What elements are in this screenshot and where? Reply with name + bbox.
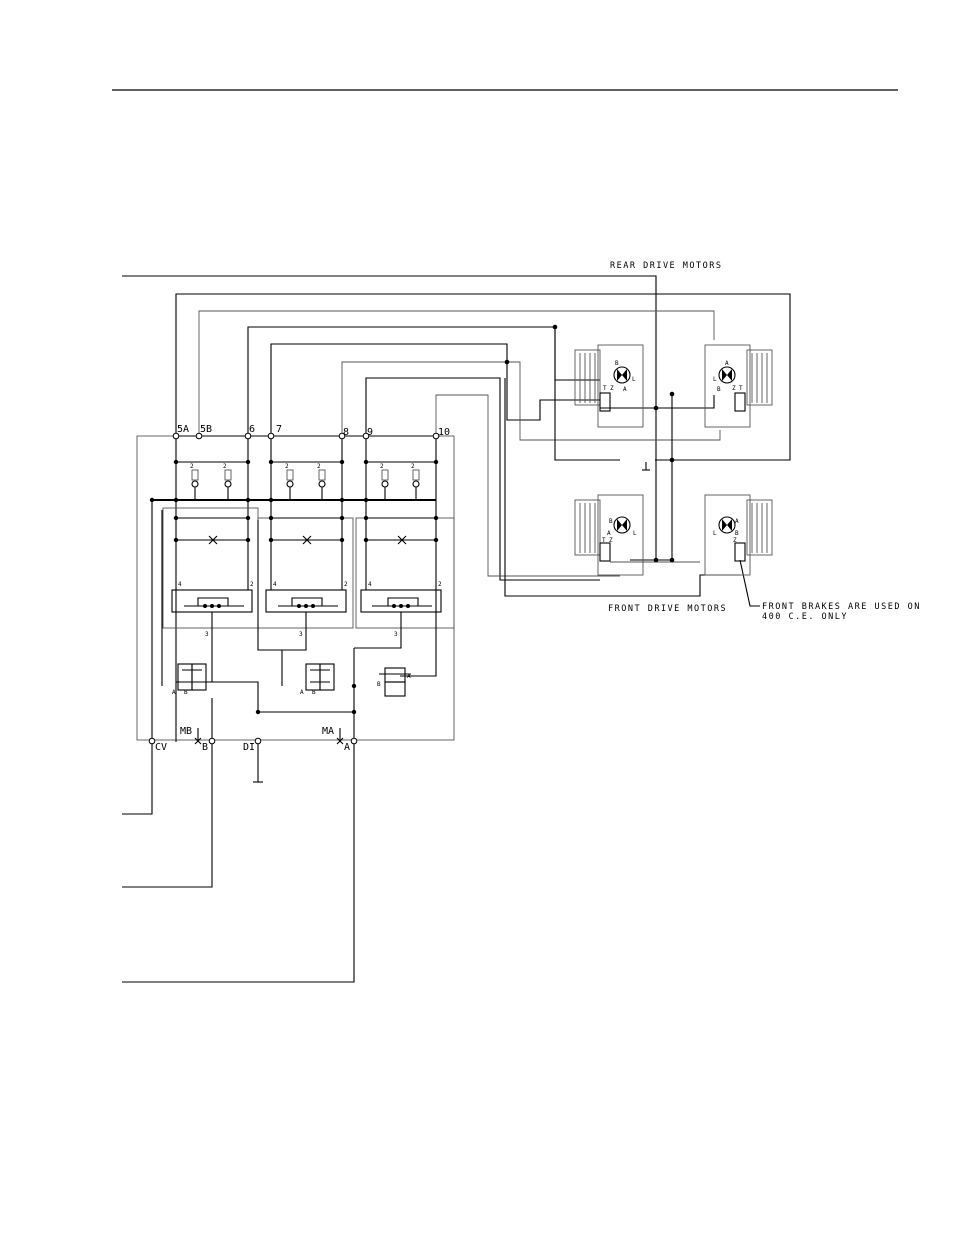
manifold-bottom-ports: CV B DI A MB MA bbox=[149, 726, 357, 753]
motor-rear-left: B A L T Z bbox=[575, 345, 643, 427]
motor-rear-right: A B L Z T bbox=[705, 345, 772, 427]
motor-rl-port-a: A bbox=[623, 386, 627, 393]
motor-rr-port-a: A bbox=[725, 360, 729, 367]
solenoid-right-a: A bbox=[407, 673, 411, 680]
front-brakes-note-line1: FRONT BRAKES ARE USED ON bbox=[762, 602, 921, 612]
check-valves: 2 2 2 2 2 2 bbox=[190, 463, 419, 500]
motor-fr-port-l: L bbox=[713, 530, 717, 537]
motor-fl-port-t: T bbox=[602, 537, 606, 544]
port-label-7: 7 bbox=[276, 424, 282, 435]
check-valve-number-4: 2 bbox=[317, 463, 321, 470]
motor-fr-port-z: Z bbox=[733, 537, 737, 544]
divider2-port-4: 4 bbox=[273, 581, 277, 588]
pump-supply-lines bbox=[122, 744, 354, 982]
manifold-top-ports: 5A 5B 6 7 8 9 10 bbox=[173, 424, 450, 439]
motor-rl-port-b: B bbox=[615, 360, 619, 367]
port-label-9: 9 bbox=[367, 427, 373, 438]
port-label-mb: MB bbox=[180, 726, 192, 737]
solenoid-valve-middle: A B bbox=[300, 664, 334, 696]
divider2-port-3: 3 bbox=[299, 631, 303, 638]
motor-rr-port-t: T bbox=[739, 385, 743, 392]
port-label-a: A bbox=[344, 742, 350, 753]
solenoid-left-a: A bbox=[172, 689, 176, 696]
check-valve-number-5: 2 bbox=[380, 463, 384, 470]
divider1-port-4: 4 bbox=[178, 581, 182, 588]
solenoid-right-b: B bbox=[377, 681, 381, 688]
port-label-ma: MA bbox=[322, 726, 334, 737]
motor-rr-port-l: L bbox=[713, 376, 717, 383]
motor-rr-port-z: Z bbox=[732, 385, 736, 392]
solenoid-left-b: B bbox=[184, 689, 188, 696]
divider2-port-2: 2 bbox=[344, 581, 348, 588]
divider3-port-4: 4 bbox=[368, 581, 372, 588]
solenoid-middle-a: A bbox=[300, 689, 304, 696]
port-label-10: 10 bbox=[438, 427, 450, 438]
motor-line-junctions bbox=[505, 325, 675, 563]
port-label-5b: 5B bbox=[200, 424, 212, 435]
check-valve-number-1: 2 bbox=[190, 463, 194, 470]
motor-rl-port-t: T bbox=[603, 385, 607, 392]
port-label-6: 6 bbox=[249, 424, 255, 435]
front-drive-motors-label: FRONT DRIVE MOTORS bbox=[608, 604, 727, 614]
port-label-8: 8 bbox=[343, 427, 349, 438]
port-label-di: DI bbox=[243, 742, 255, 753]
divider3-port-3: 3 bbox=[394, 631, 398, 638]
flow-divider-sections: 4 2 3 4 2 3 4 2 3 bbox=[163, 508, 454, 638]
port-label-5a: 5A bbox=[177, 424, 189, 435]
motor-front-right: A L B Z bbox=[705, 495, 772, 575]
front-brakes-note-line2: 400 C.E. ONLY bbox=[762, 612, 848, 622]
solenoid-middle-b: B bbox=[312, 689, 316, 696]
divider3-port-2: 2 bbox=[438, 581, 442, 588]
check-valve-number-3: 2 bbox=[285, 463, 289, 470]
motor-fl-port-z: Z bbox=[609, 537, 613, 544]
port-label-b: B bbox=[202, 742, 208, 753]
solenoid-valve-left: A B bbox=[172, 664, 206, 696]
port-label-cv: CV bbox=[155, 742, 167, 753]
motor-rl-port-l: L bbox=[632, 376, 636, 383]
motor-rr-port-b: B bbox=[717, 386, 721, 393]
divider1-port-2: 2 bbox=[250, 581, 254, 588]
motor-fl-port-a: A bbox=[607, 530, 611, 537]
motor-fr-port-b: B bbox=[735, 530, 739, 537]
check-valve-number-2: 2 bbox=[223, 463, 227, 470]
divider1-port-3: 3 bbox=[205, 631, 209, 638]
motor-front-left: B A L T Z bbox=[575, 495, 643, 575]
motor-fl-port-l: L bbox=[633, 530, 637, 537]
motor-fl-port-b: B bbox=[609, 518, 613, 525]
solenoid-valve-right: A B bbox=[377, 668, 411, 696]
motor-fr-port-a: A bbox=[735, 518, 739, 525]
motor-rl-port-z: Z bbox=[610, 385, 614, 392]
rear-drive-motors-label: REAR DRIVE MOTORS bbox=[610, 261, 723, 271]
check-valve-number-6: 2 bbox=[411, 463, 415, 470]
